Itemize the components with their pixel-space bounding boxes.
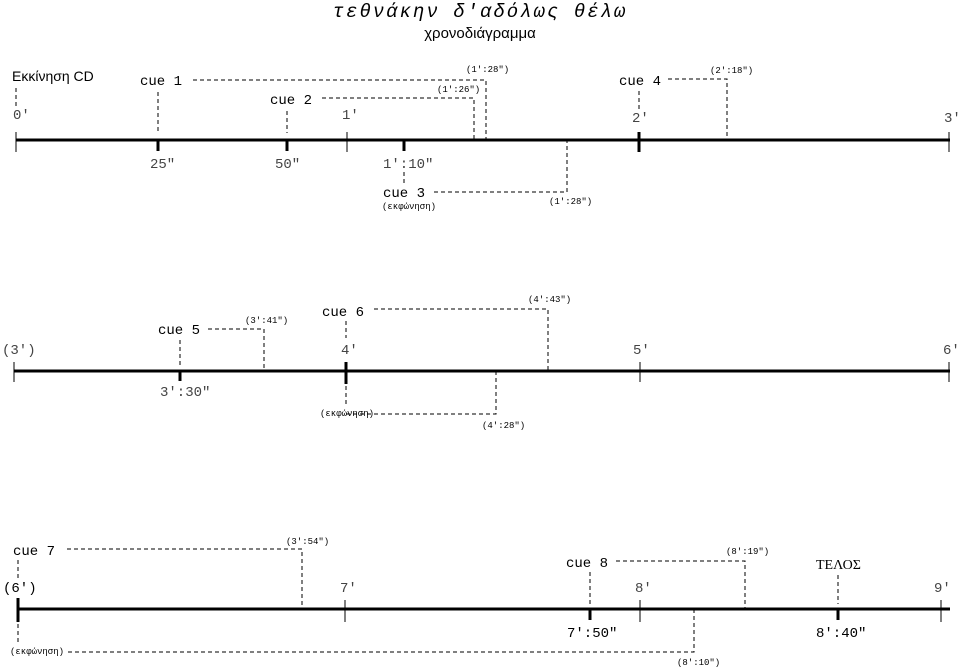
cue3-end-line xyxy=(434,140,568,193)
cue4-label: cue 4 xyxy=(619,74,661,90)
end-time: 8':40" xyxy=(816,626,866,642)
cue6-end-time: (4':43") xyxy=(528,295,571,305)
timeline-row-2: (3') 4' 5' 6' cue 5 (3':41") 3':30" cue … xyxy=(2,295,960,431)
cue8-time: 7':50" xyxy=(567,626,617,642)
row3-tick-label-2: 8' xyxy=(635,581,652,597)
row3-tick-label-3: 9' xyxy=(934,581,951,597)
cue2-end-time: (1':26") xyxy=(437,85,480,95)
cue7-label: cue 7 xyxy=(13,544,55,560)
cue2-end-line xyxy=(322,97,475,140)
cue3-label: cue 3 xyxy=(383,186,425,202)
cue3-end-time: (1':28") xyxy=(549,197,592,207)
cue1-time: 25" xyxy=(150,157,175,173)
cue7-note-end-time: (8':10") xyxy=(677,658,720,668)
cue8-label: cue 8 xyxy=(566,556,608,572)
row1-tick-label-1: 1' xyxy=(342,108,359,124)
cue3-note: (εκφώνηση) xyxy=(382,202,436,212)
row1-tick-label-0: 0' xyxy=(13,108,30,124)
cue7-note-end-line xyxy=(68,609,695,653)
cue1-end-line xyxy=(193,79,487,140)
cue5-label: cue 5 xyxy=(158,323,200,339)
cue8-end-line xyxy=(616,560,746,609)
row1-tick-label-3: 3' xyxy=(944,111,960,127)
cd-start-label: Εκκίνηση CD xyxy=(12,68,94,84)
cue5-end-line xyxy=(208,328,265,371)
cue8-end-time: (8':19") xyxy=(726,547,769,557)
cue6-note-end-line xyxy=(346,371,497,415)
cue2-time: 50" xyxy=(275,157,300,173)
cue4-end-line xyxy=(668,78,728,140)
timeline-row-3: (6') 7' 8' 9' cue 7 (3':54") (εκφώνηση) … xyxy=(3,537,951,668)
cue6-end-line xyxy=(374,308,549,371)
cue2-label: cue 2 xyxy=(270,93,312,109)
cue4-end-time: (2':18") xyxy=(710,66,753,76)
row3-tick-label-0: (6') xyxy=(3,581,37,597)
row2-tick-label-3: 6' xyxy=(943,343,960,359)
row2-tick-label-2: 5' xyxy=(633,343,650,359)
timeline-row-1: Εκκίνηση CD 0' 1' 2' 3' cue 1 (1':28") 2… xyxy=(12,65,960,212)
cue6-note-end-time: (4':28") xyxy=(482,421,525,431)
end-label: ΤΕΛΟΣ xyxy=(816,558,861,573)
row3-tick-label-1: 7' xyxy=(340,581,357,597)
cue7-note: (εκφώνηση) xyxy=(10,647,64,657)
cue5-end-time: (3':41") xyxy=(245,316,288,326)
cue7-end-line xyxy=(67,548,303,609)
cue7-end-time: (3':54") xyxy=(286,537,329,547)
cue1-label: cue 1 xyxy=(140,74,182,90)
row1-tick-label-2: 2' xyxy=(632,111,649,127)
cue1-end-time: (1':28") xyxy=(466,65,509,75)
diagram-title: τεθνάκην δ'αδόλως θέλω xyxy=(333,1,628,23)
cue6-label: cue 6 xyxy=(322,305,364,321)
diagram-subtitle: χρονοδιάγραμμα xyxy=(424,25,536,42)
cue5-time: 3':30" xyxy=(160,385,210,401)
row2-tick-label-1: 4' xyxy=(341,343,358,359)
cue3-time: 1':10" xyxy=(383,157,433,173)
row2-tick-label-0: (3') xyxy=(2,343,36,359)
